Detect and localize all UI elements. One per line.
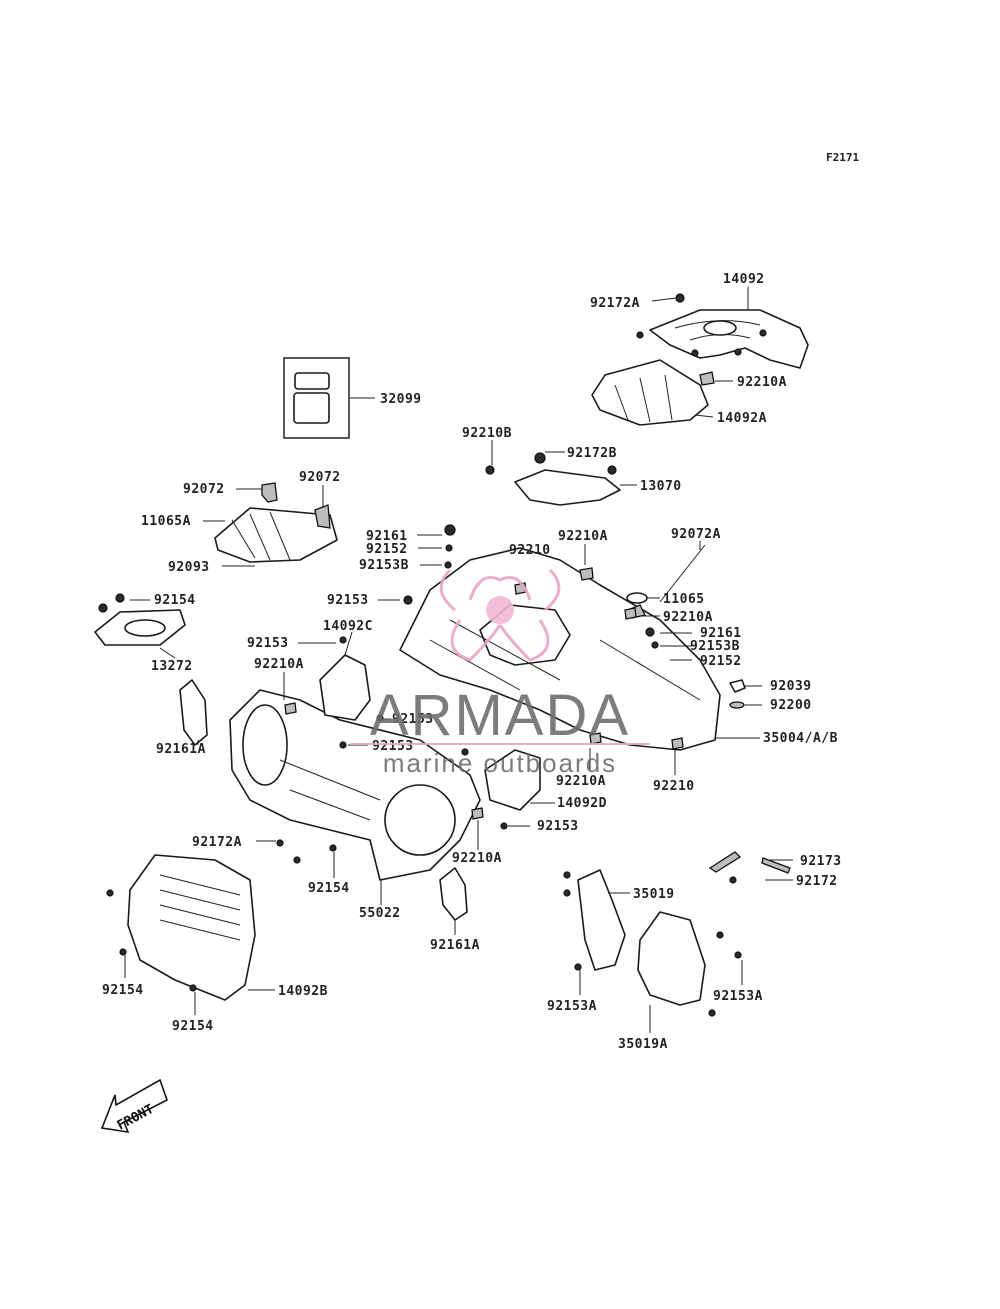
label-35019: 35019: [633, 887, 675, 902]
strip-92173: [708, 851, 791, 874]
part-box-32099: [283, 357, 350, 439]
label-92153a-left: 92153A: [547, 999, 597, 1014]
label-92072-left: 92072: [183, 482, 225, 497]
label-92173: 92173: [800, 854, 842, 869]
mud-guard-35019: [577, 869, 626, 971]
label-32099: 32099: [380, 392, 422, 407]
label-92210a-lower: 92210A: [452, 851, 502, 866]
label-92152-top: 92152: [366, 542, 408, 557]
mud-guard-35019a: [637, 911, 706, 1006]
label-92153-lower: 92153: [537, 819, 579, 834]
label-92153-mid: 92153: [392, 712, 434, 727]
label-92210-top: 92210: [509, 543, 551, 558]
part-labels: 14092 92172A 92210A 14092A 32099 92210B …: [102, 272, 842, 1052]
label-14092a: 14092A: [717, 411, 767, 426]
label-92210a-center: 92210A: [556, 774, 606, 789]
label-92153-left: 92153: [247, 636, 289, 651]
label-92200: 92200: [770, 698, 812, 713]
watermark: ARMADA marine outboards: [350, 568, 650, 778]
label-92039: 92039: [770, 679, 812, 694]
clip-92072-left: [261, 482, 278, 503]
watermark-rule: [350, 743, 650, 745]
wire-92072a: [659, 544, 706, 603]
label-14092d: 14092D: [557, 796, 607, 811]
pad-92161a-left: [179, 679, 208, 746]
label-14092b: 14092B: [278, 984, 328, 999]
label-92161a-right: 92161A: [430, 938, 480, 953]
duct-14092d: [484, 749, 541, 811]
label-92072-right: 92072: [299, 470, 341, 485]
label-92152-right: 92152: [700, 654, 742, 669]
label-14092: 14092: [723, 272, 765, 287]
fasteners: [98, 293, 767, 1017]
label-92153b-top: 92153B: [359, 558, 409, 573]
label-92172a-lower: 92172A: [192, 835, 242, 850]
label-14092c: 14092C: [323, 619, 373, 634]
label-92154-center: 92154: [308, 881, 350, 896]
label-92210a-rear: 92210A: [737, 375, 787, 390]
label-92161a-left: 92161A: [156, 742, 206, 757]
label-92210-right: 92210: [653, 779, 695, 794]
bracket-13070: [514, 452, 621, 506]
pad-92161a-right: [439, 867, 468, 921]
label-92153a-right: 92153A: [713, 989, 763, 1004]
label-92153-upper: 92153: [327, 593, 369, 608]
label-92210a-right: 92210A: [663, 610, 713, 625]
label-11065a: 11065A: [141, 514, 191, 529]
front-guard-55022: [229, 689, 481, 881]
label-92153-mid2: 92153: [372, 739, 414, 754]
label-92172a-top: 92172A: [590, 296, 640, 311]
label-55022: 55022: [359, 906, 401, 921]
label-92154-grille: 92154: [102, 983, 144, 998]
label-13070: 13070: [640, 479, 682, 494]
label-92154-bottom: 92154: [172, 1019, 214, 1034]
small-parts-right: [626, 592, 746, 709]
label-35004: 35004/A/B: [763, 731, 838, 746]
label-92161-right: 92161: [700, 626, 742, 641]
label-92161-top: 92161: [366, 529, 408, 544]
label-92172b: 92172B: [567, 446, 617, 461]
leader-lines: [124, 287, 793, 1033]
label-92154-left: 92154: [154, 593, 196, 608]
rear-lower-cover-14092a: [591, 359, 709, 426]
label-92210a-top: 92210A: [558, 529, 608, 544]
rear-cover-14092: [649, 309, 809, 369]
label-35019a: 35019A: [618, 1037, 668, 1052]
label-92210b: 92210B: [462, 426, 512, 441]
label-92210a-left: 92210A: [254, 657, 304, 672]
watermark-brand: ARMADA: [370, 683, 630, 748]
label-13272: 13272: [151, 659, 193, 674]
label-92093: 92093: [168, 560, 210, 575]
plate-13272: [94, 609, 186, 646]
watermark-logo-icon: [439, 568, 561, 662]
label-92153b-right: 92153B: [690, 639, 740, 654]
lid-11065a: [214, 507, 338, 563]
front-grille-14092b: [127, 854, 256, 1001]
watermark-tagline: marine outboards: [383, 748, 617, 778]
front-direction-arrow: FRONT: [100, 1078, 168, 1134]
label-92072a: 92072A: [671, 527, 721, 542]
label-92172: 92172: [796, 874, 838, 889]
clip-92072-right: [314, 504, 331, 529]
figure-id: F2171: [826, 151, 859, 164]
label-11065: 11065: [663, 592, 705, 607]
duct-14092c: [319, 654, 371, 721]
